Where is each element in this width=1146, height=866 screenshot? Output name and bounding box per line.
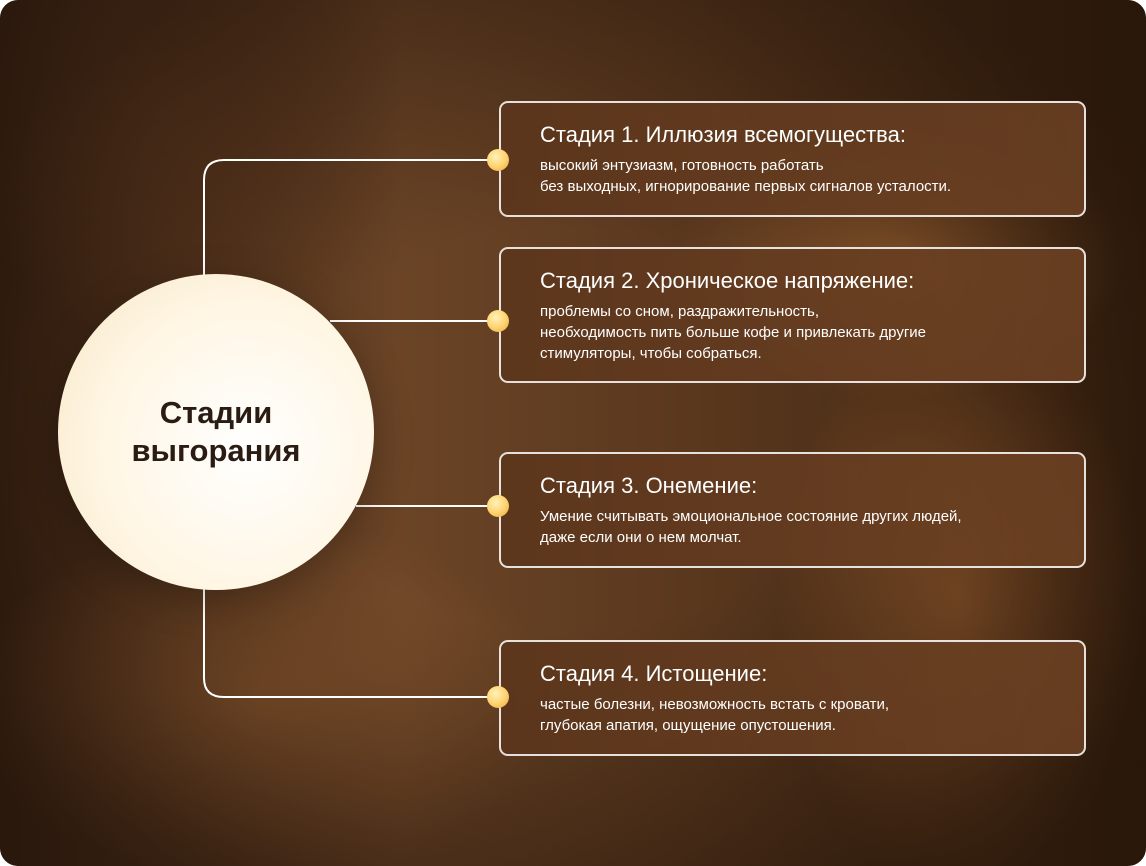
stage-text-line: глубокая апатия, ощущение опустошения. (540, 717, 836, 734)
stage-description: частые болезни, невозможность встать с к… (540, 694, 1064, 736)
stage-card-2: Стадия 2. Хроническое напряжение: пробле… (499, 247, 1086, 383)
center-title: Стадии выгорания (116, 394, 316, 470)
center-title-line-2: выгорания (131, 433, 301, 468)
stage-title: Стадия 4. Истощение: (540, 661, 768, 686)
stage-description: высокий энтузиазм, готовность работать б… (540, 155, 1064, 197)
stage-card-1: Стадия 1. Иллюзия всемогущества: высокий… (499, 101, 1086, 217)
stage-description: Умение считывать эмоциональное состояние… (540, 506, 1064, 548)
stage-title: Стадия 3. Онемение: (540, 473, 758, 498)
stage-dot-3 (487, 495, 509, 517)
center-node: Стадии выгорания (58, 274, 374, 590)
stage-text-line: высокий энтузиазм, готовность работать (540, 157, 824, 174)
stage-text-line: стимуляторы, чтобы собраться. (540, 345, 762, 362)
center-title-line-1: Стадии (159, 395, 273, 430)
connector-stage-1 (203, 159, 497, 276)
stage-title: Стадия 2. Хроническое напряжение: (540, 268, 915, 293)
stage-text-line: частые болезни, невозможность встать с к… (540, 696, 890, 713)
stage-title: Стадия 1. Иллюзия всемогущества: (540, 122, 906, 147)
stage-text-line: проблемы со сном, раздражительность, (540, 303, 820, 320)
stage-text-line: даже если они о нем молчат. (540, 529, 742, 546)
stage-dot-4 (487, 686, 509, 708)
stage-card-3: Стадия 3. Онемение: Умение считывать эмо… (499, 452, 1086, 568)
connector-stage-4 (203, 538, 497, 698)
stage-text-line: Умение считывать эмоциональное состояние… (540, 508, 962, 525)
stage-card-4: Стадия 4. Истощение: частые болезни, нев… (499, 640, 1086, 756)
stage-text-line: без выходных, игнорирование первых сигна… (540, 178, 952, 195)
stage-description: проблемы со сном, раздражительность, нео… (540, 301, 1064, 364)
stage-dot-2 (487, 310, 509, 332)
stage-text-line: необходимость пить больше кофе и привлек… (540, 324, 927, 341)
stage-dot-1 (487, 149, 509, 171)
